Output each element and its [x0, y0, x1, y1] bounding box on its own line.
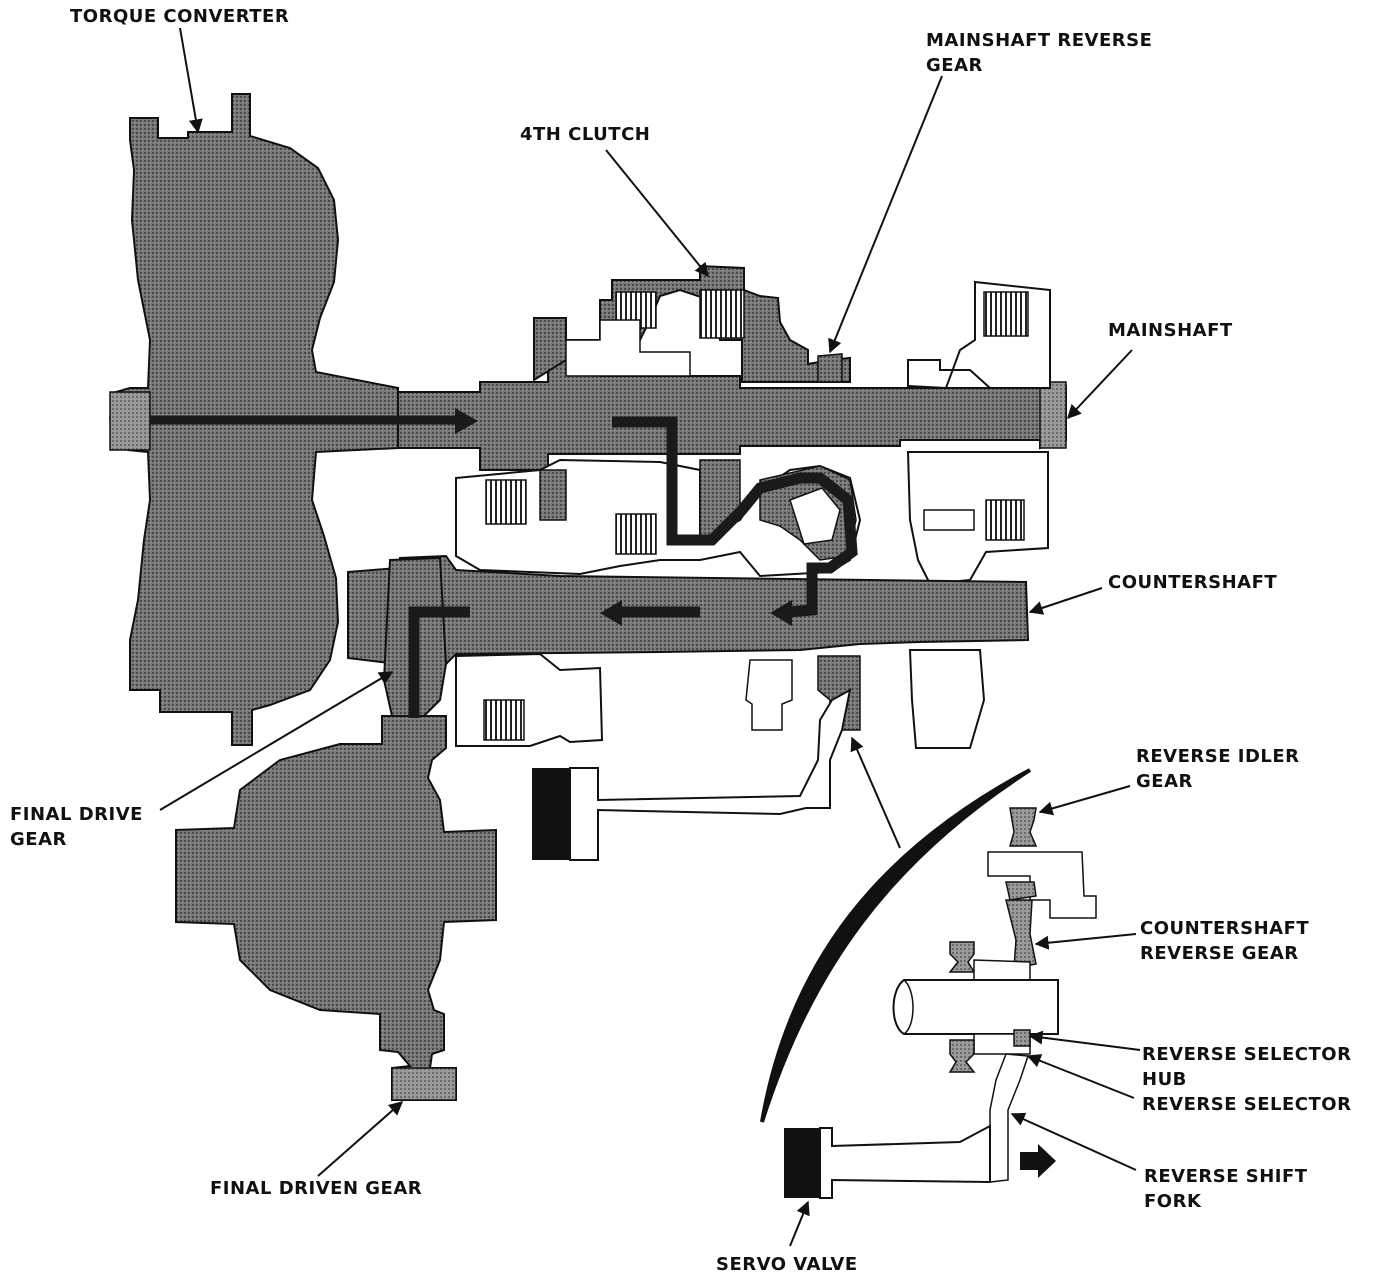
label-reverse-idler-gear: REVERSE IDLER GEAR	[1136, 744, 1300, 794]
label-countershaft-reverse-gear-line2: REVERSE GEAR	[1140, 943, 1299, 964]
label-reverse-selector: REVERSE SELECTOR	[1142, 1094, 1352, 1115]
label-reverse-shift-fork-line2: FORK	[1144, 1191, 1202, 1212]
detail-countershaft	[892, 979, 1059, 1035]
label-mainshaft-reverse-gear-line1: MAINSHAFT REVERSE	[926, 30, 1153, 51]
label-final-drive-gear-line1: FINAL DRIVE	[10, 804, 143, 825]
label-reverse-idler-gear-line1: REVERSE IDLER	[1136, 746, 1300, 767]
leader-mainshaft	[1067, 349, 1133, 420]
label-mainshaft-reverse-gear: MAINSHAFT REVERSE GEAR	[926, 28, 1152, 78]
arrow-right-icon	[455, 408, 478, 434]
servo-valve-detail	[784, 1124, 991, 1199]
arrow-left-icon	[600, 600, 622, 626]
label-reverse-selector-hub-line1: REVERSE SELECTOR	[1142, 1044, 1352, 1065]
servo-valve-main	[532, 688, 852, 861]
power-flow-path	[150, 415, 858, 718]
label-torque-converter: TORQUE CONVERTER	[70, 6, 290, 27]
right-lower-clutch	[906, 451, 1049, 586]
leader-4th-clutch	[605, 149, 709, 278]
label-countershaft-reverse-gear: COUNTERSHAFT REVERSE GEAR	[1140, 916, 1309, 966]
leader-reverse-selector-hub	[1028, 1030, 1141, 1051]
reverse-shift-fork	[989, 1053, 1030, 1183]
label-final-drive-gear: FINAL DRIVE GEAR	[10, 802, 143, 852]
label-servo-valve: SERVO VALVE	[716, 1254, 858, 1275]
arrow-left-icon	[770, 600, 792, 626]
detail-view-divider	[760, 768, 1032, 1123]
leader-servo-valve	[789, 1200, 810, 1247]
label-reverse-selector-hub-line2: HUB	[1142, 1069, 1187, 1090]
label-final-drive-gear-line2: GEAR	[10, 829, 67, 850]
label-reverse-selector-hub: REVERSE SELECTOR HUB	[1142, 1042, 1351, 1092]
label-countershaft-reverse-gear-line1: COUNTERSHAFT	[1140, 918, 1310, 939]
power-flow-arrows	[455, 408, 792, 626]
label-mainshaft: MAINSHAFT	[1108, 320, 1233, 341]
final-driven-gear	[175, 715, 497, 1101]
leader-countershaft-reverse-gear	[1034, 933, 1137, 950]
leader-reverse-selector	[1026, 1054, 1135, 1099]
leader-lines	[159, 27, 1141, 1247]
leader-final-drive-gear	[159, 671, 394, 811]
leader-servo-valve-main	[850, 736, 901, 849]
label-mainshaft-reverse-gear-line2: GEAR	[926, 55, 983, 76]
reverse-idler-gear	[987, 807, 1097, 919]
label-countershaft: COUNTERSHAFT	[1108, 572, 1278, 593]
countershaft-reverse-gear	[948, 899, 1037, 981]
leader-reverse-idler-gear	[1038, 785, 1131, 816]
leader-mainshaft-reverse-gear	[828, 75, 943, 354]
upper-right-clutch	[907, 280, 1051, 390]
label-final-driven-gear: FINAL DRIVEN GEAR	[210, 1178, 423, 1199]
label-4th-clutch: 4TH CLUTCH	[520, 124, 651, 145]
leader-torque-converter	[179, 27, 203, 134]
countershaft-lower-gears	[455, 649, 986, 749]
label-reverse-idler-gear-line2: GEAR	[1136, 771, 1193, 792]
reverse-selector-hub	[948, 1029, 1031, 1073]
arrow-right-icon	[1020, 1144, 1056, 1178]
label-reverse-shift-fork-line1: REVERSE SHIFT	[1144, 1166, 1308, 1187]
label-reverse-shift-fork: REVERSE SHIFT FORK	[1144, 1164, 1308, 1214]
mainshaft-reverse-gear	[817, 353, 843, 383]
leader-reverse-shift-fork	[1010, 1112, 1137, 1171]
leader-final-driven-gear	[317, 1101, 404, 1177]
fourth-clutch-assembly	[533, 264, 851, 383]
leader-countershaft	[1028, 587, 1103, 615]
